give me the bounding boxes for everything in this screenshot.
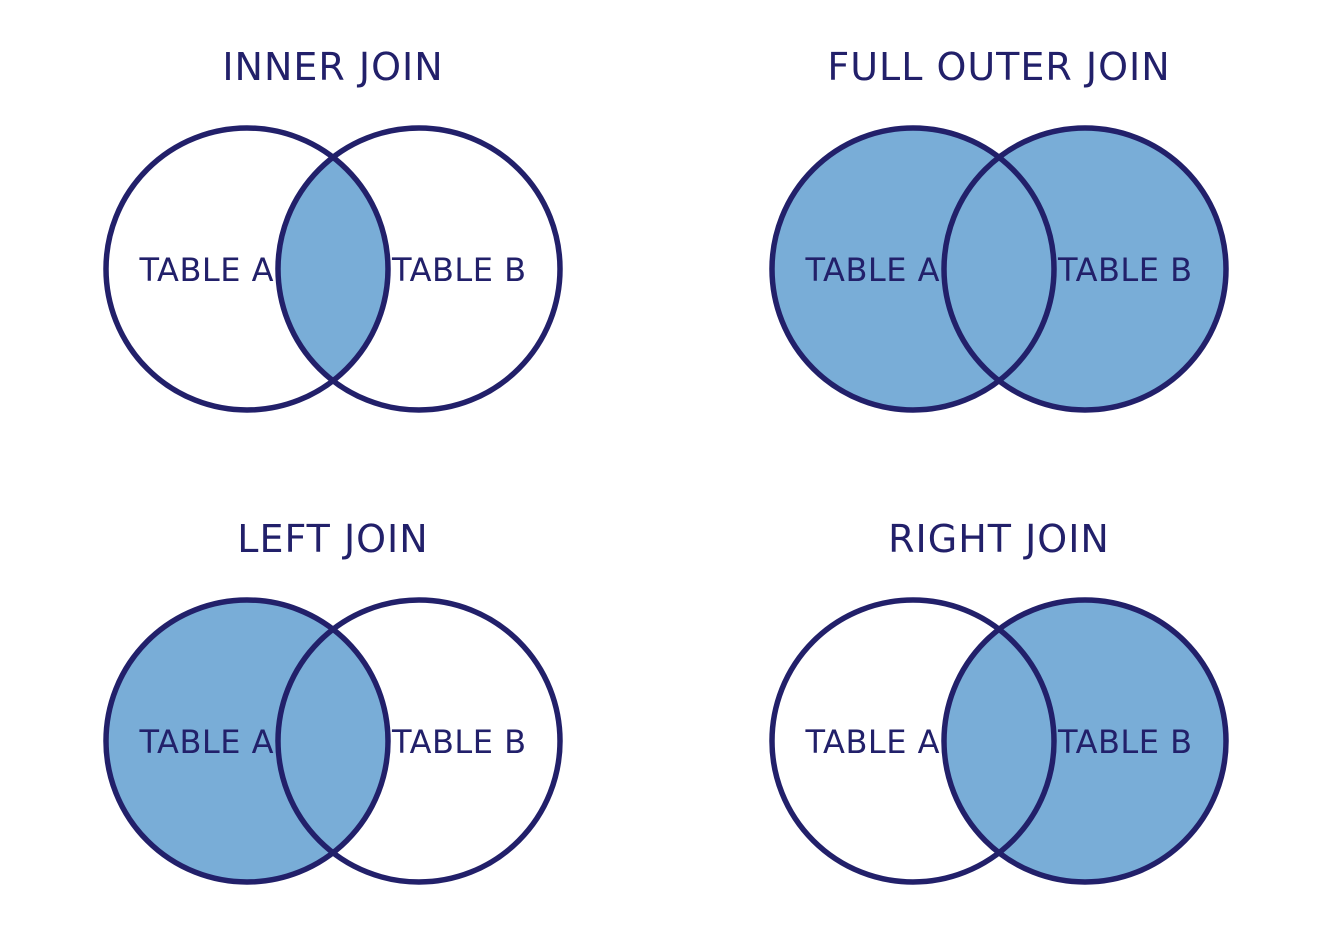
right-join-panel: RIGHT JOIN TABLE A TABLE B xyxy=(666,516,1332,896)
left-join-venn-diagram: TABLE A TABLE B xyxy=(103,597,563,885)
circle-table-b-outline xyxy=(275,125,563,413)
left-join-panel: LEFT JOIN TABLE A TABLE B xyxy=(0,516,666,896)
table-a-label: TABLE A xyxy=(138,723,274,761)
panel-title: INNER JOIN xyxy=(222,45,444,89)
intersection-region xyxy=(944,128,1054,410)
table-b-label: TABLE B xyxy=(1057,251,1193,289)
circle-table-a-outline xyxy=(103,125,391,413)
circle-table-a-outline xyxy=(769,597,1057,885)
table-a-label: TABLE A xyxy=(804,723,940,761)
table-a-label: TABLE A xyxy=(138,251,274,289)
full-outer-join-venn-diagram: TABLE A TABLE B xyxy=(769,125,1229,413)
intersection-region xyxy=(278,128,388,410)
circle-table-b-outline xyxy=(941,125,1229,413)
table-b-label: TABLE B xyxy=(1057,723,1193,761)
right-join-venn-diagram: TABLE A TABLE B xyxy=(769,597,1229,885)
join-diagrams-grid: INNER JOIN TABLE A TABLE B FULL OUTER JO… xyxy=(0,44,1332,896)
inner-join-venn-diagram: TABLE A TABLE B xyxy=(103,125,563,413)
panel-title: FULL OUTER JOIN xyxy=(827,45,1171,89)
circle-table-b-outline xyxy=(941,597,1229,885)
panel-title: RIGHT JOIN xyxy=(888,517,1110,561)
table-a-label: TABLE A xyxy=(804,251,940,289)
full-outer-join-panel: FULL OUTER JOIN TABLE A TABLE B xyxy=(666,44,1332,424)
circle-table-a-outline xyxy=(769,125,1057,413)
circle-table-b-outline xyxy=(275,597,563,885)
circle-table-a-outline xyxy=(103,597,391,885)
panel-title: LEFT JOIN xyxy=(237,517,429,561)
intersection-region xyxy=(944,600,1054,882)
table-b-label: TABLE B xyxy=(391,251,527,289)
intersection-region xyxy=(278,600,388,882)
table-b-label: TABLE B xyxy=(391,723,527,761)
inner-join-panel: INNER JOIN TABLE A TABLE B xyxy=(0,44,666,424)
